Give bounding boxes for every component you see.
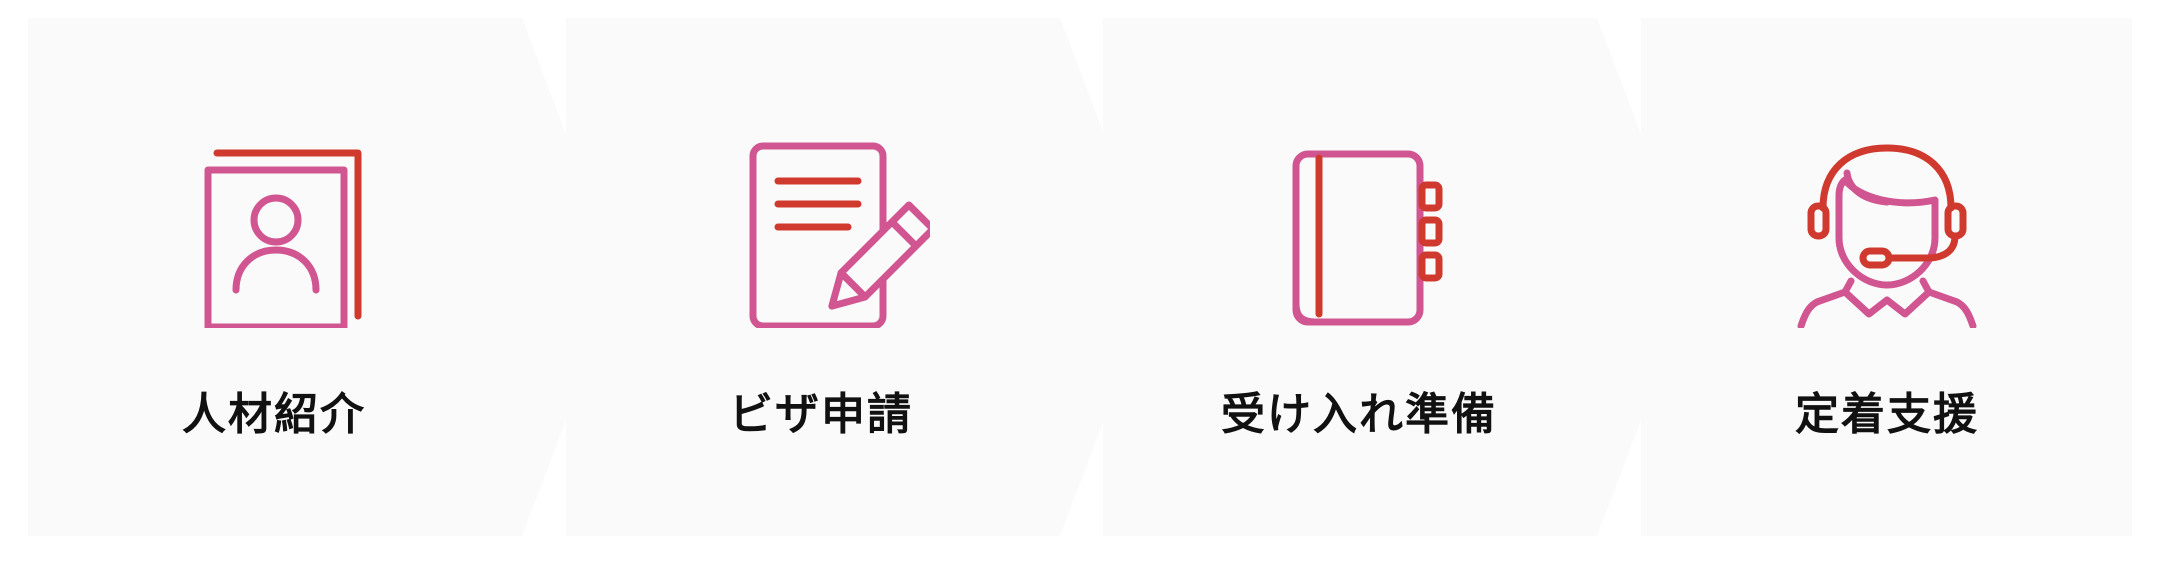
support-operator-headset-icon (1797, 144, 1977, 328)
document-with-pencil-icon (749, 142, 930, 328)
notebook-icon (1292, 150, 1443, 326)
step-panel-1 (28, 18, 620, 536)
step-label-3: 受け入れ準備 (1221, 389, 1497, 440)
person-profile-card-icon (204, 149, 362, 328)
step-panel-3 (1103, 18, 1695, 536)
step-panel-4 (1641, 18, 2132, 536)
step-label-1: 人材紹介 (182, 389, 366, 440)
step-label-2: ビザ申請 (729, 389, 913, 440)
step-label-4: 定着支援 (1795, 389, 1979, 440)
